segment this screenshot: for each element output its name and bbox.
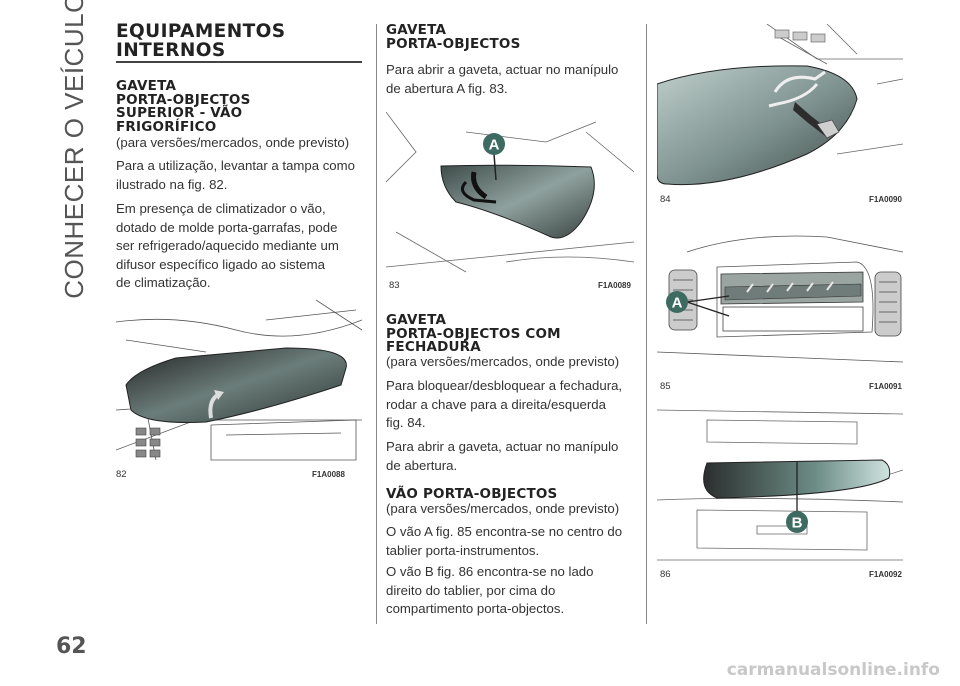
figure-85-number: 85 bbox=[660, 381, 671, 392]
column-divider-1 bbox=[376, 24, 377, 624]
paragraph-line: Para abrir a gaveta, actuar no manípulo bbox=[386, 439, 619, 454]
paragraph-line: Para abrir a gaveta, actuar no manípulo bbox=[386, 62, 619, 77]
section-side-tab: CONHECER O VEÍCULO bbox=[54, 0, 94, 298]
figure-84-code: F1A0090 bbox=[869, 195, 902, 204]
section-note: (para versões/mercados, onde previsto) bbox=[116, 135, 350, 150]
heading-line: GAVETA bbox=[386, 22, 447, 38]
figure-86-illustration: B bbox=[657, 400, 903, 566]
figure-84-illustration bbox=[657, 24, 903, 192]
heading-line: FRIGORÍFICO bbox=[116, 118, 217, 135]
section-heading-upper-glovebox: GAVETA PORTA-OBJECTOS SUPERIOR - VÃO FRI… bbox=[116, 78, 366, 135]
paragraph: Para abrir a gaveta, actuar no manípulo … bbox=[386, 438, 644, 475]
title-rule bbox=[116, 61, 362, 63]
paragraph: O vão B fig. 86 encontra-se no lado dire… bbox=[386, 563, 644, 619]
section-heading-storage-compartment: VÃO PORTA-OBJECTOS bbox=[386, 486, 641, 502]
paragraph-line: de abertura. bbox=[386, 457, 458, 473]
section-heading-locking-glovebox: GAVETA PORTA-OBJECTOS COM FECHADURA bbox=[386, 312, 641, 355]
paragraph-line: Em presença de climatizador o vão, bbox=[116, 201, 326, 216]
section-side-tab-label: CONHECER O VEÍCULO bbox=[58, 0, 89, 299]
paragraph-line: de climatização. bbox=[116, 275, 211, 290]
paragraph: Em presença de climatizador o vão, dotad… bbox=[116, 200, 376, 293]
figure-82-code: F1A0088 bbox=[312, 470, 345, 479]
figure-85-illustration: A bbox=[657, 212, 903, 378]
figure-82-number: 82 bbox=[116, 469, 127, 480]
paragraph-line: compartimento porta-objectos. bbox=[386, 601, 565, 616]
figure-86-number: 86 bbox=[660, 569, 671, 580]
paragraph-line: rodar a chave para a direita/esquerda bbox=[386, 396, 606, 412]
figure-85-code: F1A0091 bbox=[869, 382, 902, 391]
figure-82-illustration bbox=[116, 300, 362, 466]
paragraph: Para a utilização, levantar a tampa como… bbox=[116, 157, 376, 194]
paragraph-line: direito do tablier, por cima do bbox=[386, 582, 556, 598]
figure-84-number: 84 bbox=[660, 194, 671, 205]
paragraph-line: O vão B fig. 86 encontra-se no lado bbox=[386, 564, 594, 579]
figure-83-code: F1A0089 bbox=[598, 281, 631, 290]
paragraph-line: fig. 84. bbox=[386, 415, 426, 430]
section-note: (para versões/mercados, onde previsto) bbox=[386, 354, 620, 369]
paragraph-line: dotado de molde porta-garrafas, pode bbox=[116, 219, 338, 235]
figure-83-number: 83 bbox=[389, 280, 400, 291]
section-note: (para versões/mercados, onde previsto) bbox=[386, 501, 620, 516]
paragraph-line: Para bloquear/desbloquear a fechadura, bbox=[386, 378, 623, 393]
paragraph-line: O vão A fig. 85 encontra-se no centro do bbox=[386, 524, 623, 539]
figure-83-illustration: A bbox=[386, 112, 634, 278]
paragraph: Para abrir a gaveta, actuar no manípulo … bbox=[386, 61, 644, 98]
paragraph-line: tablier porta-instrumentos. bbox=[386, 542, 540, 558]
callout-a-label: A bbox=[489, 137, 500, 154]
paragraph-line: ilustrado na fig. 82. bbox=[116, 176, 228, 192]
heading-line: GAVETA bbox=[386, 312, 447, 328]
paragraph: O vão A fig. 85 encontra-se no centro do… bbox=[386, 523, 644, 560]
paragraph-line: Para a utilização, levantar a tampa como bbox=[116, 158, 355, 173]
section-heading-glovebox: GAVETA PORTA-OBJECTOS bbox=[386, 22, 636, 52]
watermark: carmanualsonline.info bbox=[726, 660, 940, 680]
column-divider-2 bbox=[646, 24, 647, 624]
heading-line: PORTA-OBJECTOS bbox=[386, 35, 521, 52]
page-number: 62 bbox=[56, 634, 87, 659]
heading-line: VÃO PORTA-OBJECTOS bbox=[386, 486, 558, 502]
paragraph-line: de abertura A fig. 83. bbox=[386, 80, 508, 96]
page-title-line: INTERNOS bbox=[116, 40, 226, 61]
heading-line: PORTA-OBJECTOS COM bbox=[386, 325, 561, 342]
paragraph: Para bloquear/desbloquear a fechadura, r… bbox=[386, 377, 644, 433]
heading-line: SUPERIOR - VÃO bbox=[116, 105, 243, 121]
callout-a-label: A bbox=[672, 295, 683, 312]
heading-line: PORTA-OBJECTOS bbox=[116, 91, 251, 108]
heading-line: GAVETA bbox=[116, 78, 177, 94]
callout-b-label: B bbox=[792, 515, 803, 532]
figure-86-code: F1A0092 bbox=[869, 570, 902, 579]
heading-line: FECHADURA bbox=[386, 339, 481, 355]
paragraph-line: difusor específico ligado ao sistema bbox=[116, 256, 325, 272]
page-title: EQUIPAMENTOS INTERNOS bbox=[116, 22, 362, 60]
paragraph-line: ser refrigerado/aquecido mediante um bbox=[116, 238, 339, 253]
page-title-line: EQUIPAMENTOS bbox=[116, 21, 286, 42]
